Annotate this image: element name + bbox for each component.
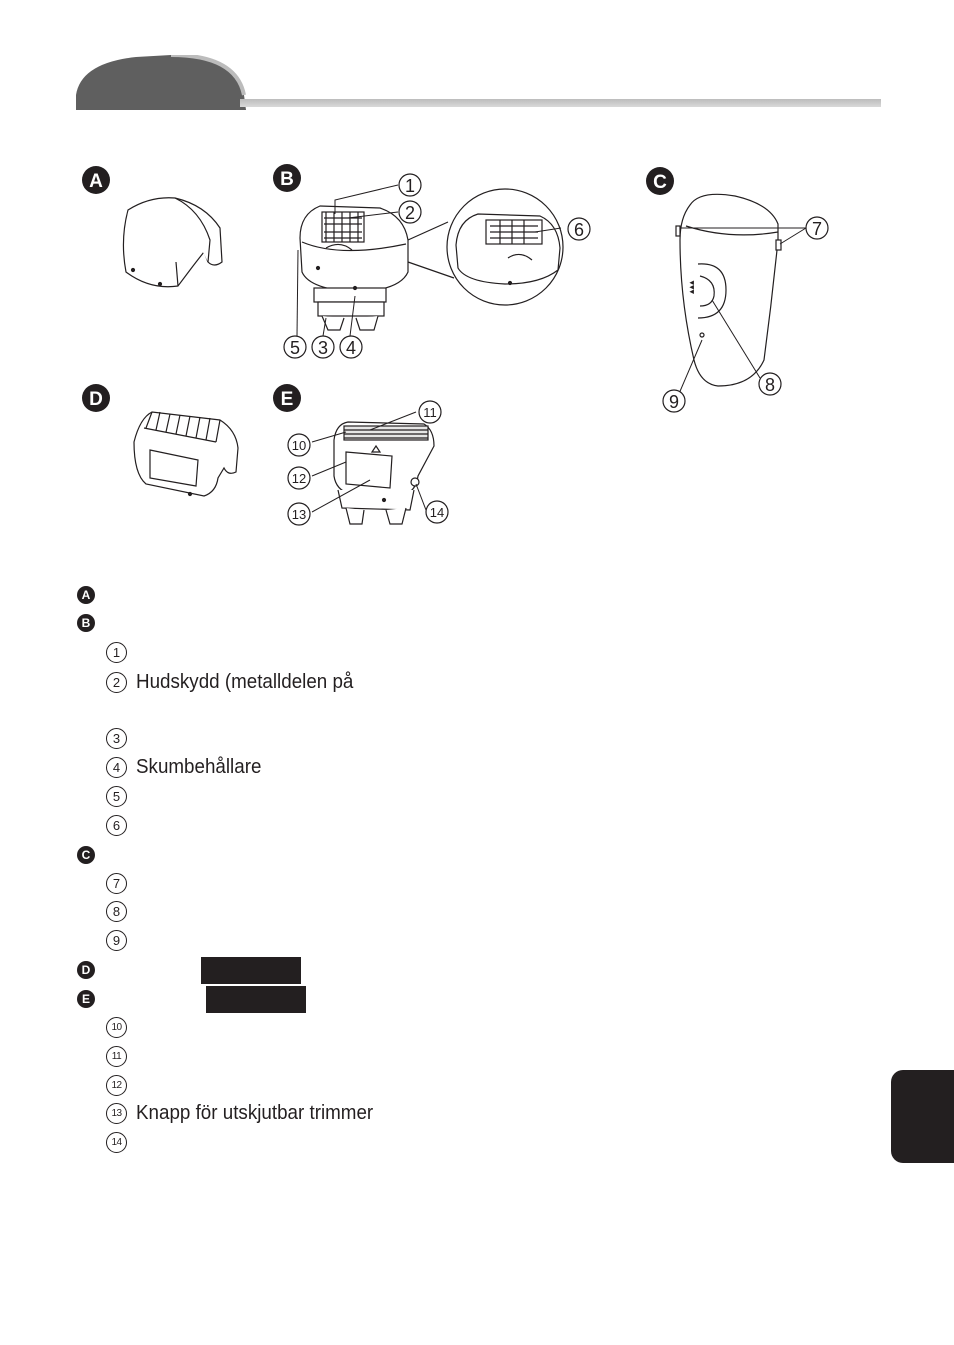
list-badge-e: E: [77, 990, 95, 1008]
svg-text:E: E: [281, 389, 294, 410]
shaving-head-leaders: [311, 411, 427, 513]
main-body-drawing: [675, 193, 782, 387]
power-level-indicator: ▴▴▴: [686, 280, 696, 294]
callout-5: 5: [290, 338, 300, 358]
list-badge-a: A: [77, 586, 95, 604]
list-badge-d: D: [77, 961, 95, 979]
list-num-5: 5: [106, 786, 127, 807]
callout-6: 6: [574, 220, 584, 240]
list-num-10: 10: [106, 1017, 127, 1038]
callout-1: 1: [405, 176, 415, 196]
main-body-leaders: [677, 227, 807, 397]
section-header-tab: [76, 55, 246, 110]
list-item-13: Knapp för utskjutbar trimmer: [136, 1102, 374, 1124]
callout-3: 3: [318, 338, 328, 358]
redacted-label-e: [206, 986, 306, 1013]
redacted-label-d: [201, 957, 301, 984]
callout-7: 7: [812, 219, 822, 239]
list-item-2: Hudskydd (metalldelen på: [136, 671, 354, 693]
list-num-11: 11: [106, 1046, 127, 1067]
list-num-14: 14: [106, 1132, 127, 1153]
section-header-rule: [240, 99, 881, 107]
callout-10: 10: [292, 438, 306, 453]
svg-text:D: D: [89, 389, 103, 410]
callout-2: 2: [405, 203, 415, 223]
epilation-head-drawing: [299, 188, 564, 331]
panel-letter-c: C: [646, 167, 674, 195]
list-num-7: 7: [106, 873, 127, 894]
figure-callout-numbers: [283, 173, 829, 526]
epilation-head-leaders: [296, 184, 562, 337]
list-num-3: 3: [106, 728, 127, 749]
panel-letter-d: D: [82, 384, 110, 412]
list-num-13: 13: [106, 1103, 127, 1124]
callout-14: 14: [430, 505, 444, 520]
callout-8: 8: [765, 375, 775, 395]
callout-12: 12: [292, 471, 306, 486]
list-num-2: 2: [106, 672, 127, 693]
panel-letter-e: E: [273, 384, 301, 412]
list-num-9: 9: [106, 930, 127, 951]
parts-illustration: A B C D E: [82, 164, 829, 526]
list-num-6: 6: [106, 815, 127, 836]
list-num-8: 8: [106, 901, 127, 922]
panel-letter-a: A: [82, 166, 110, 194]
finishing-cap-drawing: [122, 197, 223, 288]
list-badge-b: B: [77, 614, 95, 632]
list-badge-c: C: [77, 846, 95, 864]
trimmer-comb-drawing: [133, 411, 239, 497]
callout-13: 13: [292, 507, 306, 522]
language-side-tab: [891, 1070, 954, 1163]
svg-text:B: B: [280, 169, 294, 190]
panel-letter-b: B: [273, 164, 301, 192]
callout-4: 4: [346, 338, 356, 358]
list-num-4: 4: [106, 757, 127, 778]
callout-9: 9: [669, 392, 679, 412]
svg-text:C: C: [653, 172, 667, 193]
list-item-4: Skumbehållare: [136, 756, 262, 778]
callout-11: 11: [423, 405, 437, 420]
list-num-12: 12: [106, 1075, 127, 1096]
list-num-1: 1: [106, 642, 127, 663]
shaving-head-drawing: [333, 421, 435, 525]
svg-text:A: A: [89, 171, 103, 192]
